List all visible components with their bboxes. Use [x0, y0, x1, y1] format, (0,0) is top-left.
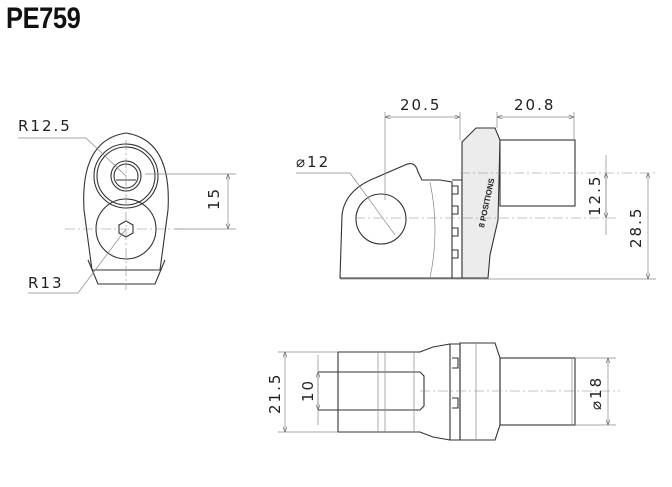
dim-slot-width: 10	[299, 379, 317, 402]
dim-radius-bottom: R13	[28, 274, 64, 292]
dim-pin-width: 20.8	[514, 96, 555, 114]
dim-center-distance: 15	[205, 187, 223, 210]
dim-bottom-height: 21.5	[266, 373, 284, 414]
bottom-view: 21.5 10 ⌀18	[266, 342, 620, 441]
dim-hole-diameter: ⌀12	[296, 153, 330, 171]
side-view: 8 POSITIONS 20.5 20.8 ⌀12 12.5 28.5	[296, 96, 656, 280]
dim-pin-diameter: ⌀18	[587, 376, 605, 410]
dim-radius-top: R12.5	[18, 117, 72, 135]
dim-height: 28.5	[627, 207, 645, 248]
dim-offset: 12.5	[586, 175, 604, 216]
dim-body-width: 20.5	[400, 96, 441, 114]
part-number-title: PE759	[6, 2, 81, 35]
front-view: 15 R12.5 R13	[18, 117, 236, 294]
